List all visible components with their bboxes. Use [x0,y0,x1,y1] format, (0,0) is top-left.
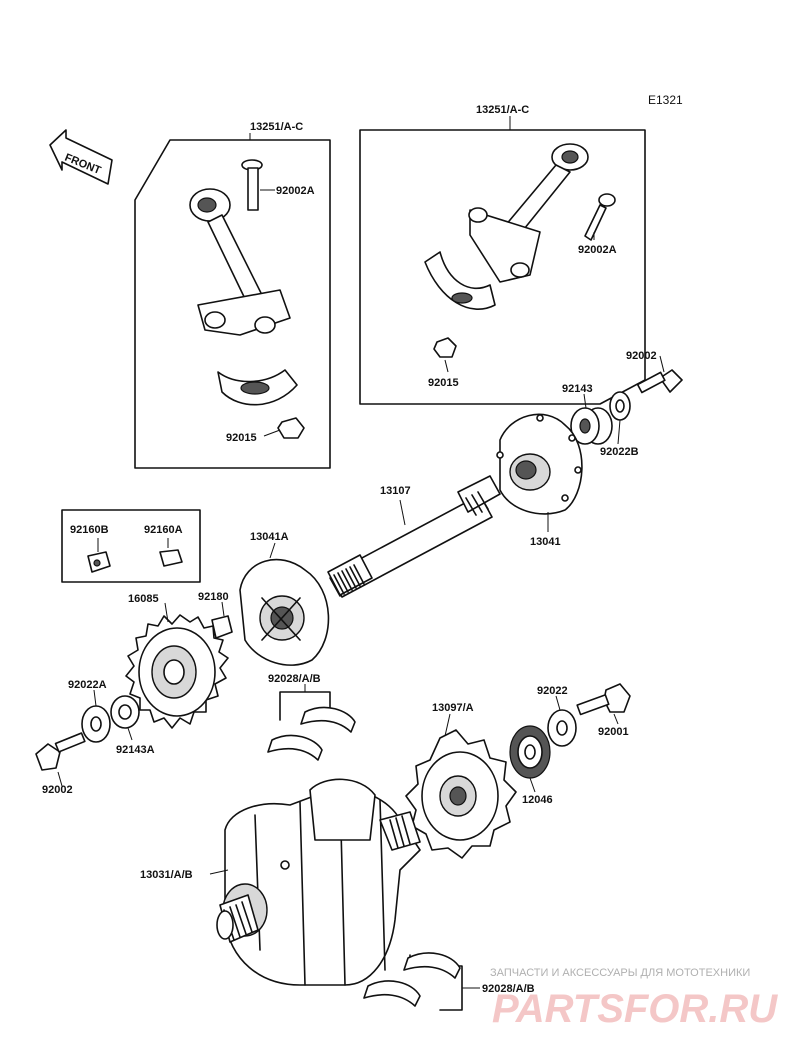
label-bolt-mid: 92001 [598,726,629,738]
label-conrod-assy-right: 13251/A-C [476,104,529,116]
key-panel: 92160B 92160A [61,509,201,583]
label-washer-mid: 92022 [537,685,568,697]
sprocket [125,602,229,729]
conrod-panel-right: 13251/A-C 92002A 92015 [359,104,646,405]
crank-gear [405,713,517,859]
crankshaft [209,778,421,986]
connecting-rod-right [468,143,589,283]
bearing-insert-mid [267,684,356,761]
key-loose [211,601,233,639]
label-disk-left: 13041A [250,531,289,543]
conrod-bolt-right [584,193,616,241]
bolt-left [35,732,86,787]
washer-mid [547,695,577,747]
crank-disk-right [496,413,583,532]
label-washer-left: 92022A [68,679,107,691]
crank-disk-left [239,542,330,666]
washer-top [609,391,631,445]
label-crankshaft: 13031/A/B [140,869,193,881]
conrod-nut-left [263,417,305,439]
label-collar-left: 92143A [116,744,155,756]
label-bolt-left: 92002 [42,784,73,796]
small-gear [509,725,551,793]
label-bearing-insert-mid: 92028/A/B [268,673,321,685]
collar-left [110,695,140,741]
key-b-icon [87,551,111,573]
label-bolt-top: 92002 [626,350,657,362]
label-conrod-bolt-left: 92002A [276,185,315,197]
conrod-bolt-left [241,159,275,211]
label-conrod-bolt-right: 92002A [578,244,617,256]
key-a-icon [159,549,183,567]
label-collar-top: 92143 [562,383,593,395]
label-key-a: 92160A [144,524,183,536]
bearing-insert-bottom [363,952,480,1011]
diagram-code: E1321 [648,93,683,107]
svg-text:PARTSFOR.RU: PARTSFOR.RU [492,987,778,1031]
conrod-cap-left [217,369,298,406]
label-conrod-nut-right: 92015 [428,377,459,389]
crank-shaft-pin [327,475,501,598]
label-sprocket: 16085 [128,593,159,605]
label-shaft: 13107 [380,485,411,497]
watermark-logo: ЗАПЧАСТИ И АКСЕССУАРЫ ДЛЯ МОТОТЕХНИКИ PA… [490,967,778,1031]
bolt-top [636,355,683,394]
label-bearing-insert-bottom: 92028/A/B [482,983,535,995]
collar-top [570,393,613,445]
label-key-b: 92160B [70,524,109,536]
conrod-cap-right [424,251,496,310]
label-conrod-nut-left: 92015 [226,432,257,444]
washer-left [81,689,111,743]
label-gear-crank: 13097/A [432,702,474,714]
svg-text:ЗАПЧАСТИ И АКСЕССУАРЫ ДЛЯ МОТО: ЗАПЧАСТИ И АКСЕССУАРЫ ДЛЯ МОТОТЕХНИКИ [490,967,750,979]
conrod-nut-right [433,337,457,373]
label-disk-right: 13041 [530,536,561,548]
label-washer-top: 92022B [600,446,639,458]
front-arrow-icon: FRONT [49,129,113,185]
connecting-rod-left [189,188,291,336]
label-key-loose: 92180 [198,591,229,603]
label-conrod-assy-left: 13251/A-C [250,121,303,133]
bolt-mid [576,683,631,725]
label-small-gear: 12046 [522,794,553,806]
conrod-panel-left: 13251/A-C 92002A 92015 [134,121,331,469]
